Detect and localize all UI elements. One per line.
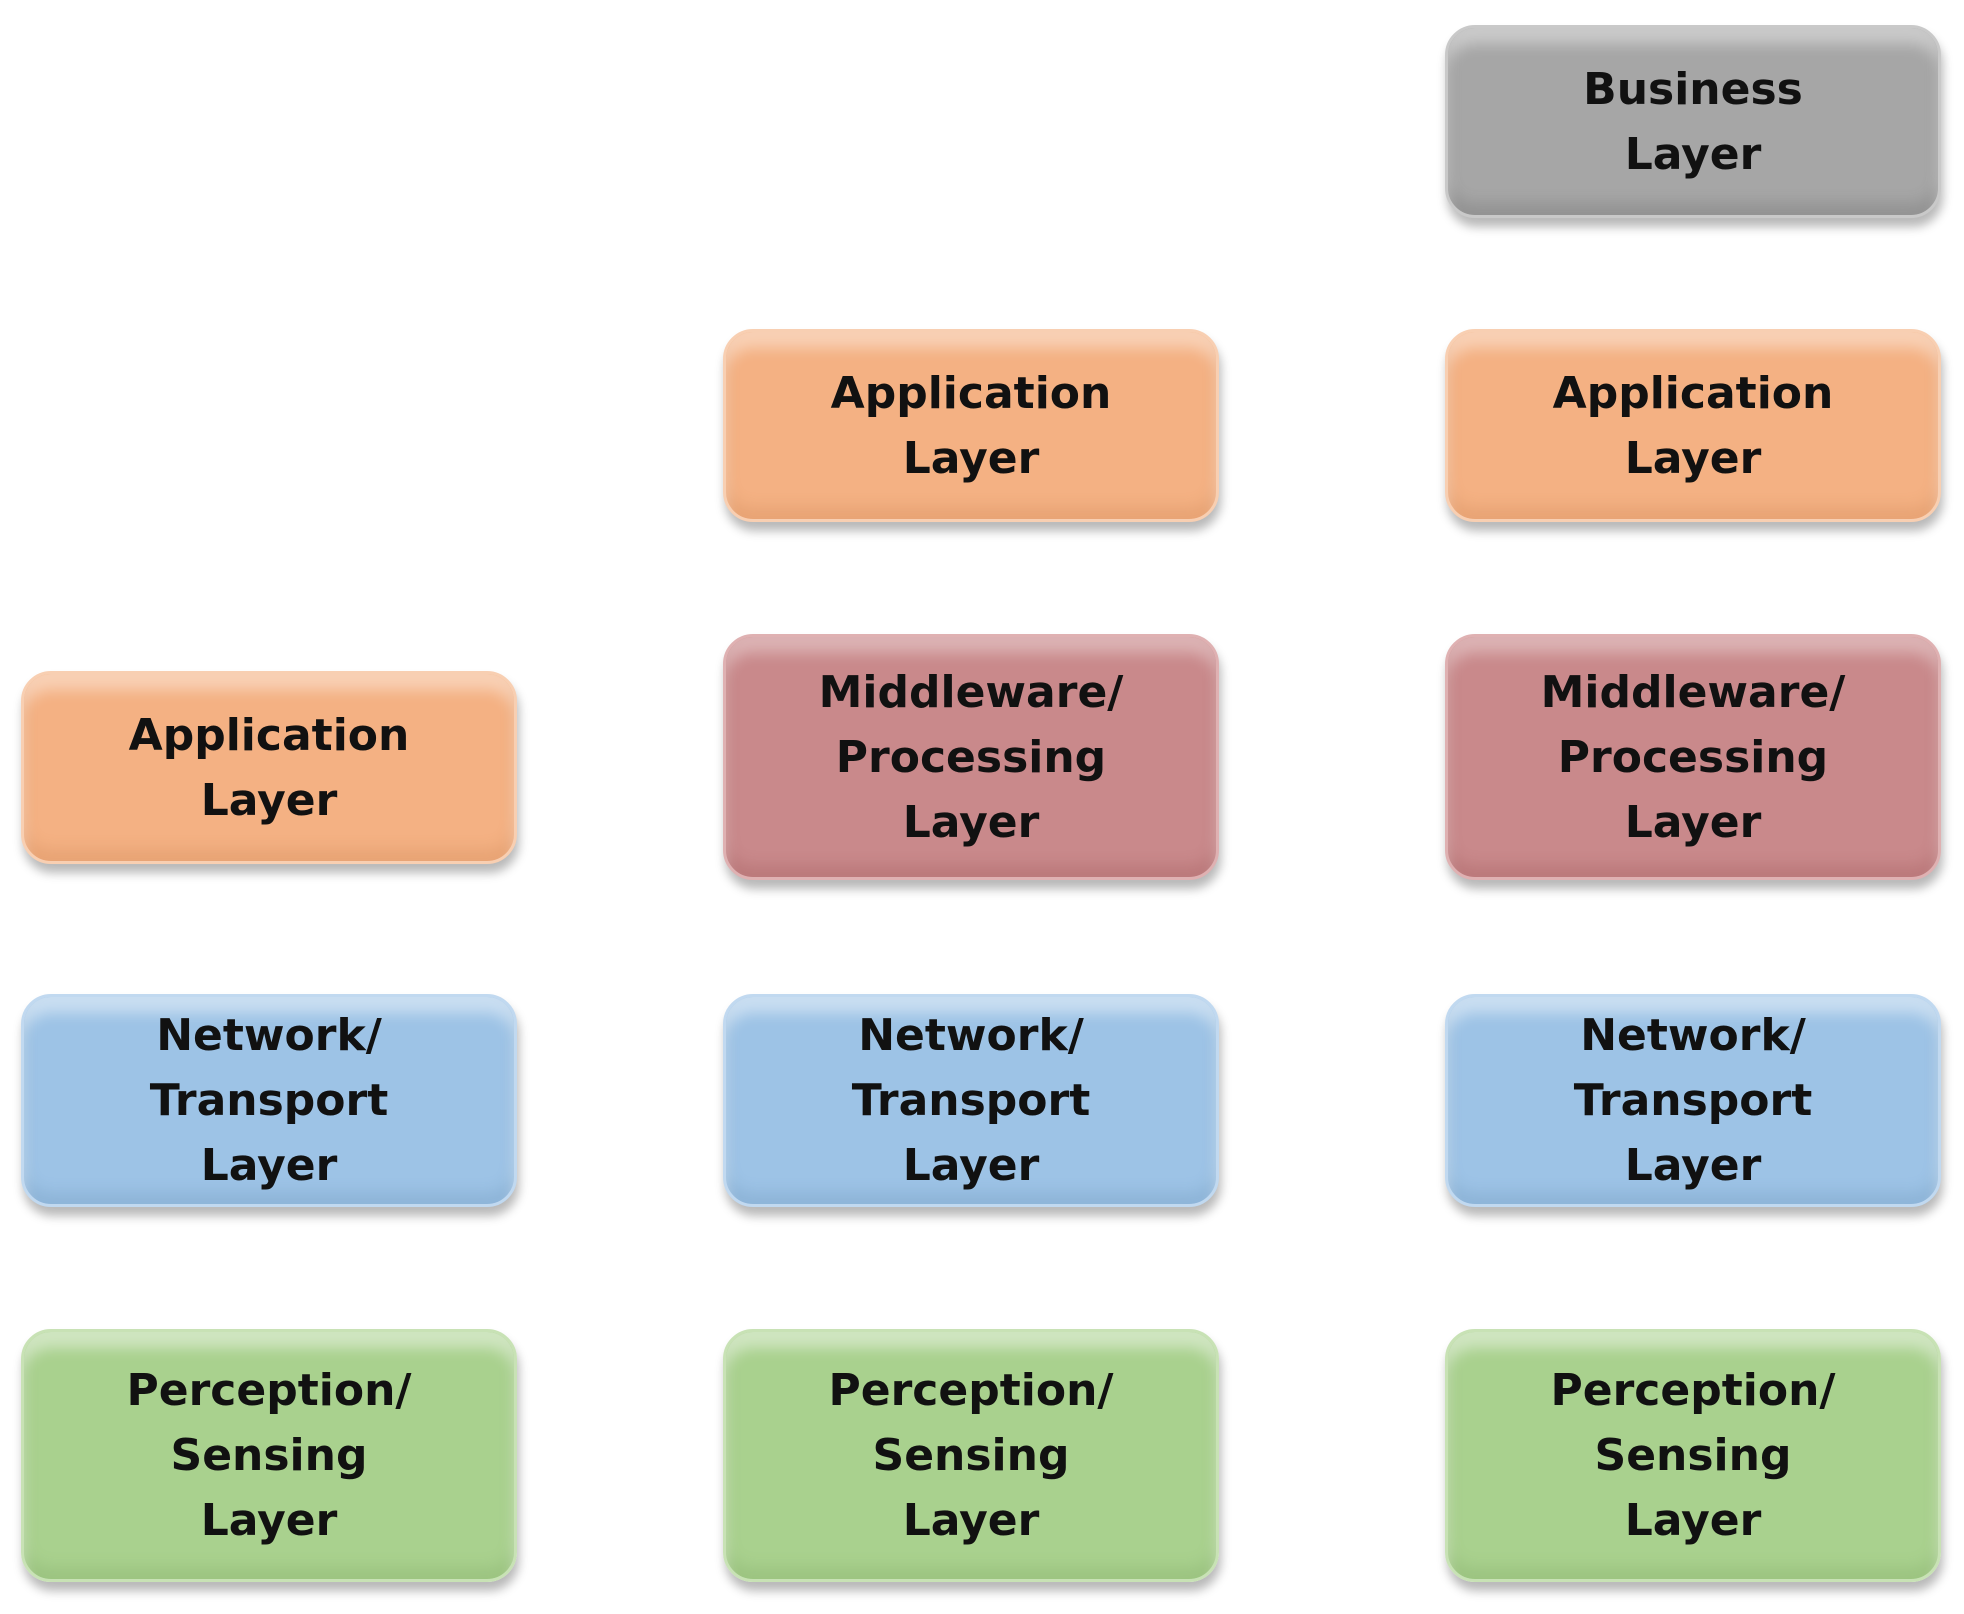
col1-network-line-1: Network/ bbox=[156, 1010, 382, 1061]
col3-middleware-line-2: Processing bbox=[1557, 731, 1829, 783]
col2-perception-line-3: Layer bbox=[902, 1495, 1040, 1546]
col3-business-line-1: Business bbox=[1583, 63, 1803, 115]
col1-perception-line-3: Layer bbox=[200, 1495, 338, 1546]
col2-application-line-1: Application bbox=[830, 367, 1112, 419]
col2-perception-line-2: Sensing bbox=[872, 1430, 1070, 1481]
col3-perception-line-2: Sensing bbox=[1594, 1430, 1792, 1481]
col3-business-line-2: Layer bbox=[1624, 128, 1762, 180]
col2-network-line-3: Layer bbox=[902, 1140, 1040, 1191]
col2-middleware-layer-box: Middleware/ Processing Layer bbox=[723, 634, 1219, 880]
col3-network-line-2: Transport bbox=[1573, 1075, 1813, 1126]
col3-middleware-layer-box: Middleware/ Processing Layer bbox=[1445, 634, 1941, 880]
col1-application-line-1: Application bbox=[128, 709, 410, 761]
col3-application-layer-box: Application Layer bbox=[1445, 329, 1941, 522]
col2-middleware-line-3: Layer bbox=[902, 796, 1040, 848]
col3-middleware-line-3: Layer bbox=[1624, 796, 1762, 848]
col3-perception-layer-box: Perception/ Sensing Layer bbox=[1445, 1329, 1941, 1582]
col2-middleware-line-2: Processing bbox=[835, 731, 1107, 783]
col3-network-line-1: Network/ bbox=[1580, 1010, 1806, 1061]
col3-network-layer-box: Network/ Transport Layer bbox=[1445, 994, 1941, 1207]
col1-perception-line-1: Perception/ bbox=[126, 1365, 412, 1416]
col1-application-line-2: Layer bbox=[200, 774, 338, 826]
col1-network-line-2: Transport bbox=[149, 1075, 389, 1126]
col2-application-line-2: Layer bbox=[902, 432, 1040, 484]
col3-application-line-1: Application bbox=[1552, 367, 1834, 419]
col3-network-line-3: Layer bbox=[1624, 1140, 1762, 1191]
col2-perception-line-1: Perception/ bbox=[828, 1365, 1114, 1416]
col1-perception-line-2: Sensing bbox=[170, 1430, 368, 1481]
col2-network-line-2: Transport bbox=[851, 1075, 1091, 1126]
col2-middleware-line-1: Middleware/ bbox=[818, 666, 1124, 718]
col2-application-layer-box: Application Layer bbox=[723, 329, 1219, 522]
col3-business-layer-box: Business Layer bbox=[1445, 25, 1941, 218]
col3-application-line-2: Layer bbox=[1624, 432, 1762, 484]
col3-middleware-line-1: Middleware/ bbox=[1540, 666, 1846, 718]
col1-network-line-3: Layer bbox=[200, 1140, 338, 1191]
col3-perception-line-1: Perception/ bbox=[1550, 1365, 1836, 1416]
col1-perception-layer-box: Perception/ Sensing Layer bbox=[21, 1329, 517, 1582]
col2-network-layer-box: Network/ Transport Layer bbox=[723, 994, 1219, 1207]
col2-perception-layer-box: Perception/ Sensing Layer bbox=[723, 1329, 1219, 1582]
col1-network-layer-box: Network/ Transport Layer bbox=[21, 994, 517, 1207]
col3-perception-line-3: Layer bbox=[1624, 1495, 1762, 1546]
col2-network-line-1: Network/ bbox=[858, 1010, 1084, 1061]
col1-application-layer-box: Application Layer bbox=[21, 671, 517, 864]
